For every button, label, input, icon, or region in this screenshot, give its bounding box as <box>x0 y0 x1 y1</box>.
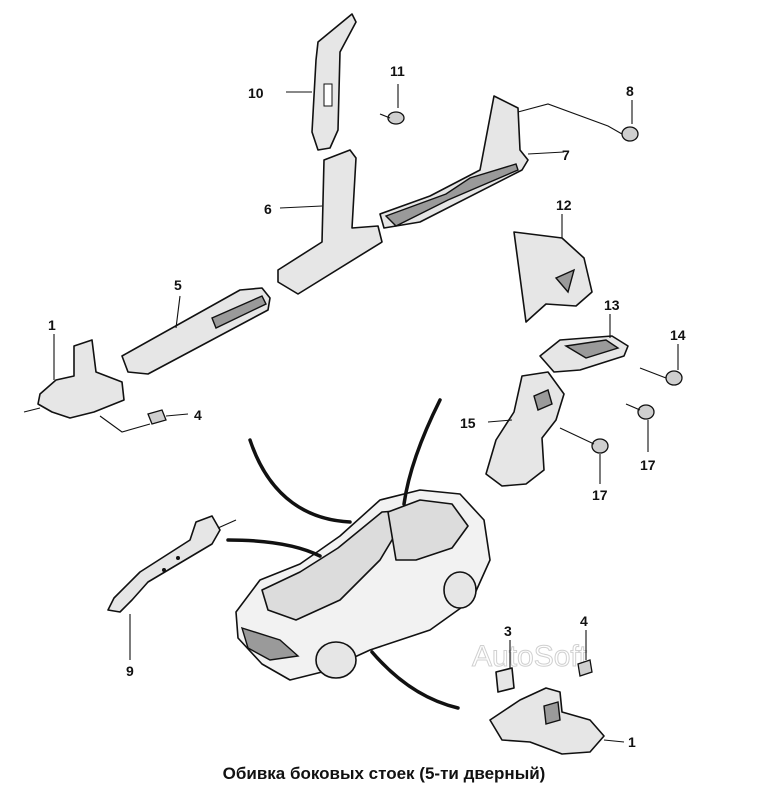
part-4-clip-upper <box>99 409 189 433</box>
callout-6: 6 <box>264 201 272 217</box>
callout-1-bottom: 1 <box>628 734 636 750</box>
callout-5: 5 <box>174 277 182 293</box>
part-1-detail <box>489 687 625 755</box>
part-1-kick-panel <box>23 334 125 419</box>
car-body <box>235 489 491 681</box>
pointer-arcs <box>226 398 460 710</box>
callout-8: 8 <box>626 83 634 99</box>
callout-4-top: 4 <box>194 407 202 423</box>
callout-17-b: 17 <box>592 487 608 503</box>
part-5-front-sill <box>121 287 271 375</box>
part-9-a-pillar <box>107 515 237 660</box>
part-8-screw <box>621 100 639 142</box>
callout-7: 7 <box>562 147 570 163</box>
callout-9: 9 <box>126 663 134 679</box>
part-3-bracket <box>495 640 515 693</box>
part-4-clip-lower <box>577 630 593 677</box>
callout-3: 3 <box>504 623 512 639</box>
part-6-b-pillar-lower <box>277 149 383 295</box>
part-17-screw-b <box>559 427 609 484</box>
part-10-upper-b-pillar <box>286 13 357 151</box>
callout-11: 11 <box>390 63 405 79</box>
callout-1-top: 1 <box>48 317 56 333</box>
figure-caption: Обивка боковых стоек (5-ти дверный) <box>222 764 546 783</box>
callout-4-bottom: 4 <box>580 613 588 629</box>
callout-15: 15 <box>460 415 476 431</box>
part-13-d-pillar-upper <box>539 314 629 373</box>
part-17-screw-a <box>625 403 655 452</box>
part-14-screw <box>639 344 683 386</box>
callout-12: 12 <box>556 197 572 213</box>
callout-17-a: 17 <box>640 457 656 473</box>
watermark: AutoSoft <box>472 640 588 673</box>
part-12-quarter-trim <box>513 214 593 323</box>
callout-14: 14 <box>670 327 686 343</box>
callout-10: 10 <box>248 85 264 101</box>
callout-13: 13 <box>604 297 620 313</box>
part-11-screw <box>379 84 405 125</box>
part-7-rear-sill <box>379 95 623 229</box>
part-15-d-pillar-lower <box>485 371 565 487</box>
